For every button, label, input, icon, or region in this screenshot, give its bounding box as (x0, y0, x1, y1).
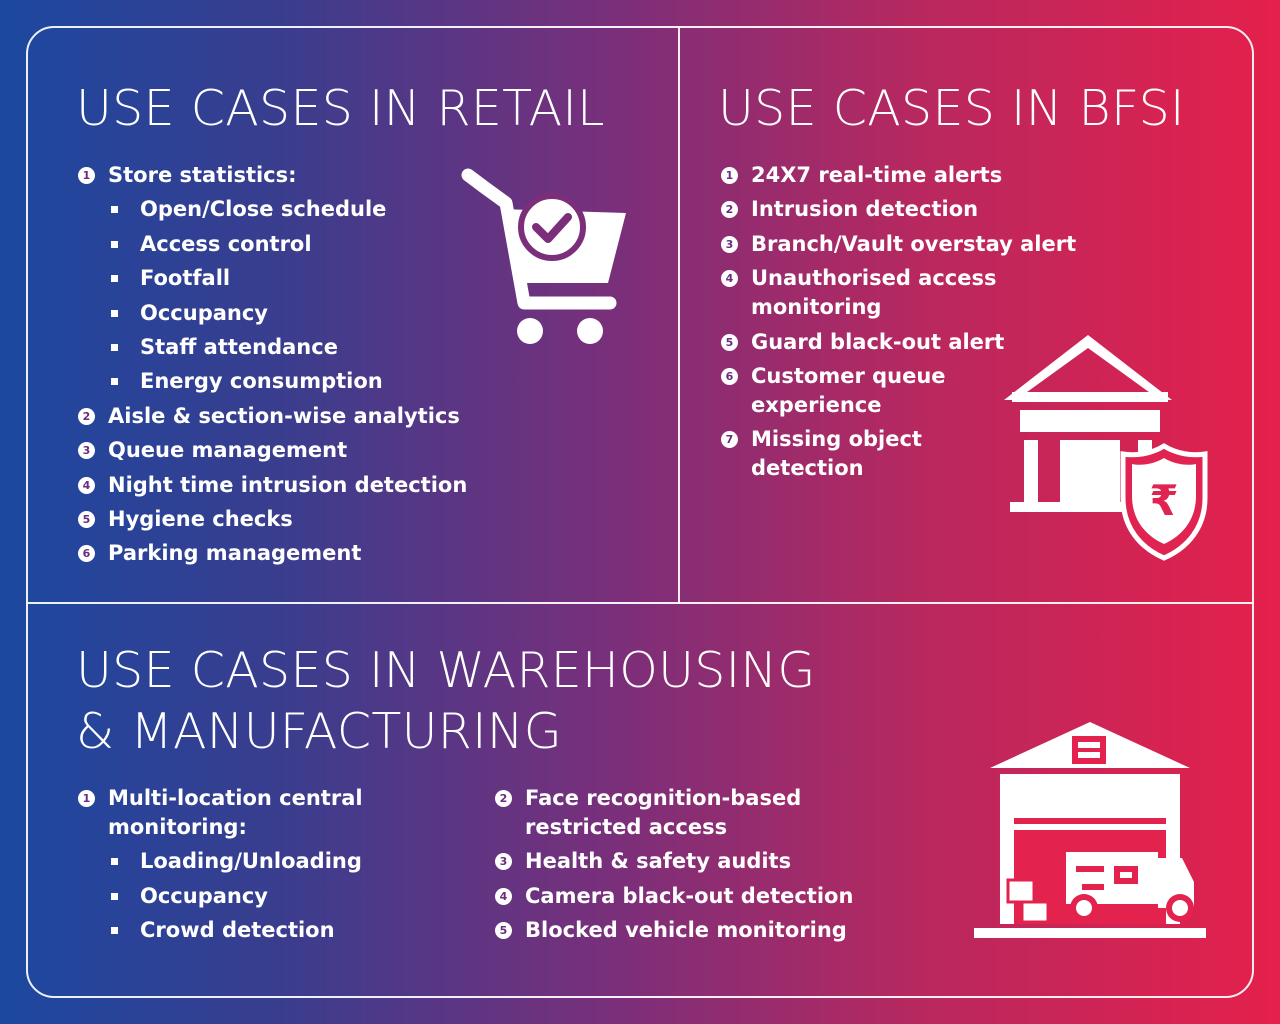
shopping-cart-check-icon (460, 165, 632, 347)
number-badge: 5 (721, 333, 738, 351)
square-bullet-icon (111, 240, 118, 248)
sub-list-item: Footfall (78, 264, 467, 293)
horizontal-divider (28, 602, 1252, 604)
number-badge: 2 (78, 407, 95, 425)
sub-list-item: Occupancy (78, 299, 467, 328)
number-badge: 5 (495, 922, 512, 940)
number-badge: 4 (495, 887, 512, 905)
number-badge: 3 (721, 235, 738, 253)
number-badge: 3 (78, 442, 95, 460)
warehouse-truck-icon (972, 718, 1208, 942)
number-badge: 4 (721, 270, 738, 288)
sub-list-item: Open/Close schedule (78, 195, 467, 224)
number-badge: 5 (78, 510, 95, 528)
number-badge: 4 (78, 476, 95, 494)
square-bullet-icon (111, 927, 118, 935)
warehousing-title: USE CASES IN WAREHOUSING & MANUFACTURING (76, 642, 816, 760)
sub-list-item: Occupancy (78, 882, 363, 911)
sub-list-item: Staff attendance (78, 333, 467, 362)
sub-list-item: Loading/Unloading (78, 847, 363, 876)
square-bullet-icon (111, 858, 118, 866)
number-badge: 2 (495, 790, 512, 807)
retail-title: USE CASES IN RETAIL (76, 80, 605, 137)
number-badge: 2 (721, 201, 738, 219)
number-badge: 3 (495, 853, 512, 871)
sub-list-item: Crowd detection (78, 916, 363, 945)
square-bullet-icon (111, 378, 118, 386)
number-badge: 6 (78, 545, 95, 563)
square-bullet-icon (111, 206, 118, 214)
sub-list-item: Energy consumption (78, 367, 467, 396)
number-badge: 1 (78, 167, 95, 184)
number-badge: 7 (721, 431, 738, 449)
number-badge: 1 (721, 167, 738, 184)
square-bullet-icon (111, 892, 118, 900)
number-badge: 6 (721, 367, 738, 385)
svg-text:₹: ₹ (1149, 476, 1178, 525)
bfsi-title: USE CASES IN BFSI (718, 80, 1185, 137)
content-frame (26, 26, 1254, 998)
square-bullet-icon (111, 343, 118, 351)
sub-list-item: Access control (78, 230, 467, 259)
square-bullet-icon (111, 309, 118, 317)
bank-shield-rupee-icon: ₹ (1002, 330, 1214, 562)
number-badge: 1 (78, 790, 95, 807)
vertical-divider (678, 28, 680, 604)
square-bullet-icon (111, 275, 118, 283)
